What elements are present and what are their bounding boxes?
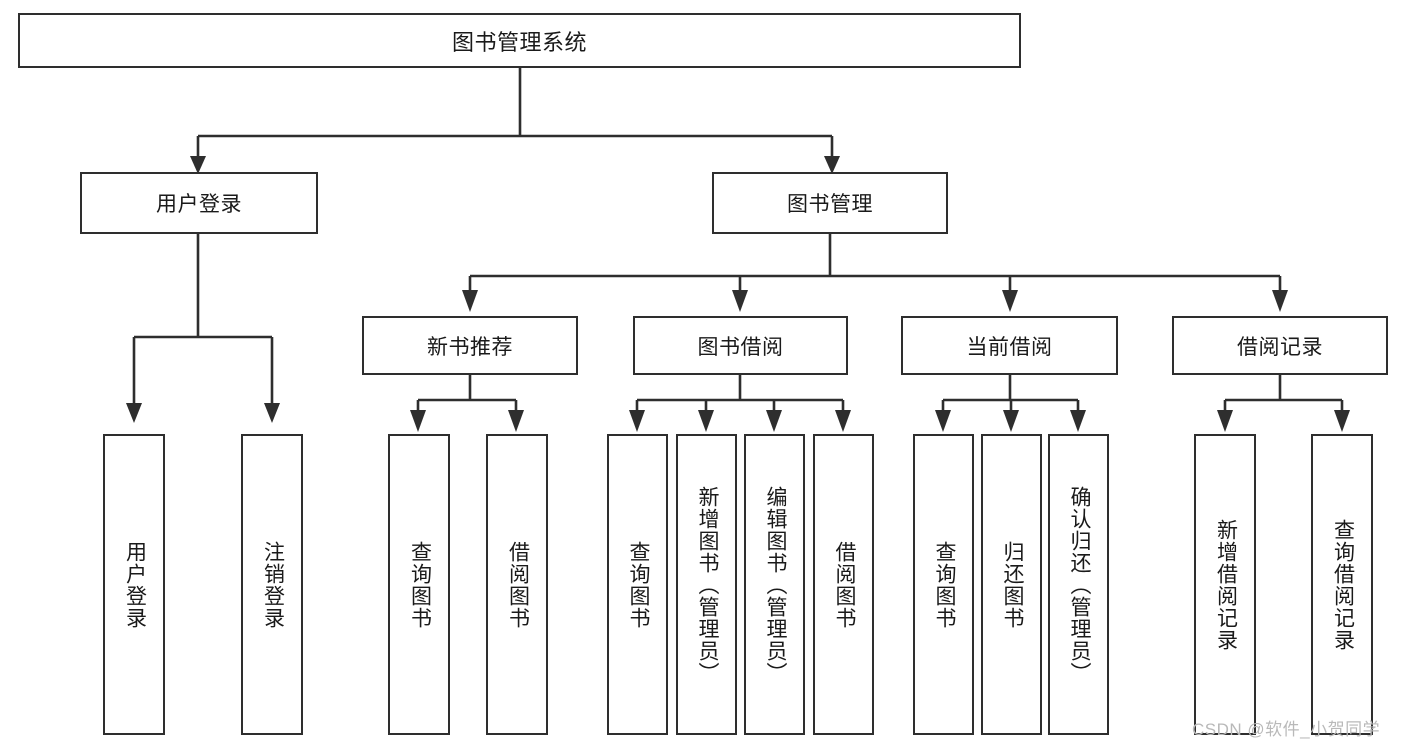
node-label: 编辑图书（管理员） bbox=[763, 485, 787, 684]
node-label: 借阅记录 bbox=[1237, 335, 1323, 359]
node-label: 查询图书 bbox=[408, 540, 432, 629]
node-borrow-record[interactable]: 借阅记录 bbox=[1172, 316, 1388, 375]
node-label: 注销登录 bbox=[261, 540, 285, 629]
leaf-edit-book-admin[interactable]: 编辑图书（管理员） bbox=[744, 434, 805, 735]
node-label: 查询图书 bbox=[626, 540, 650, 629]
node-root-system[interactable]: 图书管理系统 bbox=[18, 13, 1021, 68]
node-label: 借阅图书 bbox=[506, 540, 530, 629]
leaf-query-borrow-record[interactable]: 查询借阅记录 bbox=[1311, 434, 1373, 735]
leaf-confirm-return-admin[interactable]: 确认归还（管理员） bbox=[1048, 434, 1109, 735]
node-label: 新书推荐 bbox=[427, 335, 513, 359]
node-label: 当前借阅 bbox=[966, 335, 1053, 359]
node-label: 归还图书 bbox=[1000, 540, 1024, 629]
node-user-login[interactable]: 用户登录 bbox=[80, 172, 318, 234]
node-label: 用户登录 bbox=[156, 193, 242, 216]
node-label: 图书借阅 bbox=[697, 335, 784, 359]
node-label: 新增借阅记录 bbox=[1214, 518, 1238, 651]
node-book-borrow[interactable]: 图书借阅 bbox=[633, 316, 848, 375]
node-label: 新增图书（管理员） bbox=[695, 485, 719, 684]
node-label: 确认归还（管理员） bbox=[1067, 485, 1091, 684]
node-label: 借阅图书 bbox=[832, 540, 856, 629]
node-current-borrow[interactable]: 当前借阅 bbox=[901, 316, 1118, 375]
leaf-borrow-book-recommend[interactable]: 借阅图书 bbox=[486, 434, 548, 735]
leaf-query-book-borrow[interactable]: 查询图书 bbox=[607, 434, 668, 735]
node-label: 图书管理系统 bbox=[451, 29, 587, 55]
leaf-return-book[interactable]: 归还图书 bbox=[981, 434, 1042, 735]
leaf-logout[interactable]: 注销登录 bbox=[241, 434, 303, 735]
leaf-query-book-recommend[interactable]: 查询图书 bbox=[388, 434, 450, 735]
node-label: 查询图书 bbox=[932, 540, 956, 629]
leaf-query-book-current[interactable]: 查询图书 bbox=[913, 434, 974, 735]
leaf-add-borrow-record[interactable]: 新增借阅记录 bbox=[1194, 434, 1256, 735]
node-label: 用户登录 bbox=[123, 540, 147, 629]
node-book-management[interactable]: 图书管理 bbox=[712, 172, 948, 234]
node-label: 图书管理 bbox=[787, 193, 873, 216]
leaf-borrow-book[interactable]: 借阅图书 bbox=[813, 434, 874, 735]
leaf-user-login[interactable]: 用户登录 bbox=[103, 434, 165, 735]
watermark-text: CSDN @软件_小贺同学 bbox=[1192, 720, 1381, 739]
node-label: 查询借阅记录 bbox=[1331, 518, 1355, 651]
leaf-add-book-admin[interactable]: 新增图书（管理员） bbox=[676, 434, 737, 735]
node-new-book-recommend[interactable]: 新书推荐 bbox=[362, 316, 578, 375]
